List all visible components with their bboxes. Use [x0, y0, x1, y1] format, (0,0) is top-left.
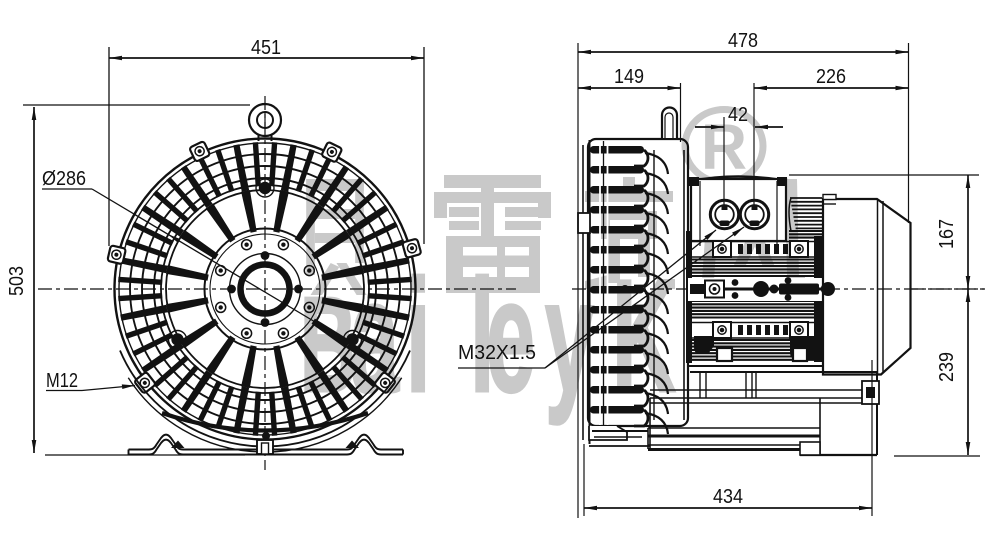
- svg-text:149: 149: [614, 66, 644, 88]
- svg-text:167: 167: [936, 219, 958, 249]
- svg-text:434: 434: [713, 486, 743, 508]
- svg-text:y: y: [545, 247, 594, 425]
- svg-text:451: 451: [251, 37, 281, 59]
- svg-text:Ø286: Ø286: [42, 168, 86, 190]
- svg-text:e: e: [486, 247, 535, 425]
- svg-text:239: 239: [936, 352, 958, 382]
- svg-text:l: l: [470, 247, 494, 425]
- svg-text:503: 503: [6, 266, 28, 296]
- svg-text:M32X1.5: M32X1.5: [458, 342, 536, 364]
- svg-text:K: K: [612, 247, 676, 425]
- svg-text:42: 42: [728, 104, 748, 126]
- svg-text:478: 478: [728, 30, 758, 52]
- svg-text:M12: M12: [46, 370, 78, 392]
- svg-text:226: 226: [816, 66, 846, 88]
